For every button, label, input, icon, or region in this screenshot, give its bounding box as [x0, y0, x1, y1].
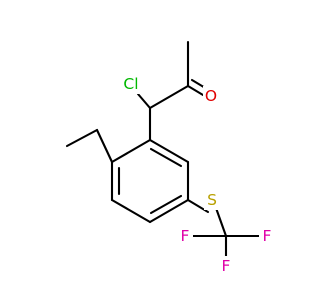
ring-inner-bond-1	[149, 147, 183, 168]
fluorine-left-atom: F	[177, 226, 193, 246]
fluorine-right-label: F	[263, 227, 272, 245]
structure-diagram: Cl O S F F F	[65, 40, 275, 276]
fluorine-bottom-atom: F	[218, 256, 234, 276]
chlorine-label: Cl	[123, 75, 138, 93]
bond-sulfur-cf3	[214, 206, 228, 238]
sulfur-label: S	[207, 191, 217, 209]
fluorine-left-label: F	[181, 227, 190, 245]
bond-chcl-chlorine	[136, 92, 152, 110]
fluorine-right-atom: F	[259, 226, 275, 246]
bond-carbonyl-oxygen-a	[186, 84, 205, 97]
ring-bond-6	[110, 138, 152, 164]
fluorine-bottom-label: F	[222, 257, 231, 275]
bond-ethyl-methyl	[65, 128, 99, 148]
bond-ring-ethyl	[95, 128, 114, 164]
ring-bond-3	[148, 198, 190, 224]
ring-bond-1	[148, 138, 190, 164]
oxygen-label: O	[205, 87, 217, 105]
oxygen-atom: O	[203, 86, 219, 106]
ring-bond-4	[110, 198, 152, 224]
sulfur-atom: S	[204, 190, 220, 210]
chlorine-atom: Cl	[119, 74, 143, 94]
bond-chcl-carbonyl	[148, 84, 190, 110]
bonds	[65, 40, 262, 260]
atom-labels: Cl O S F F F	[119, 74, 275, 276]
ring-inner-bond-2	[149, 194, 183, 215]
